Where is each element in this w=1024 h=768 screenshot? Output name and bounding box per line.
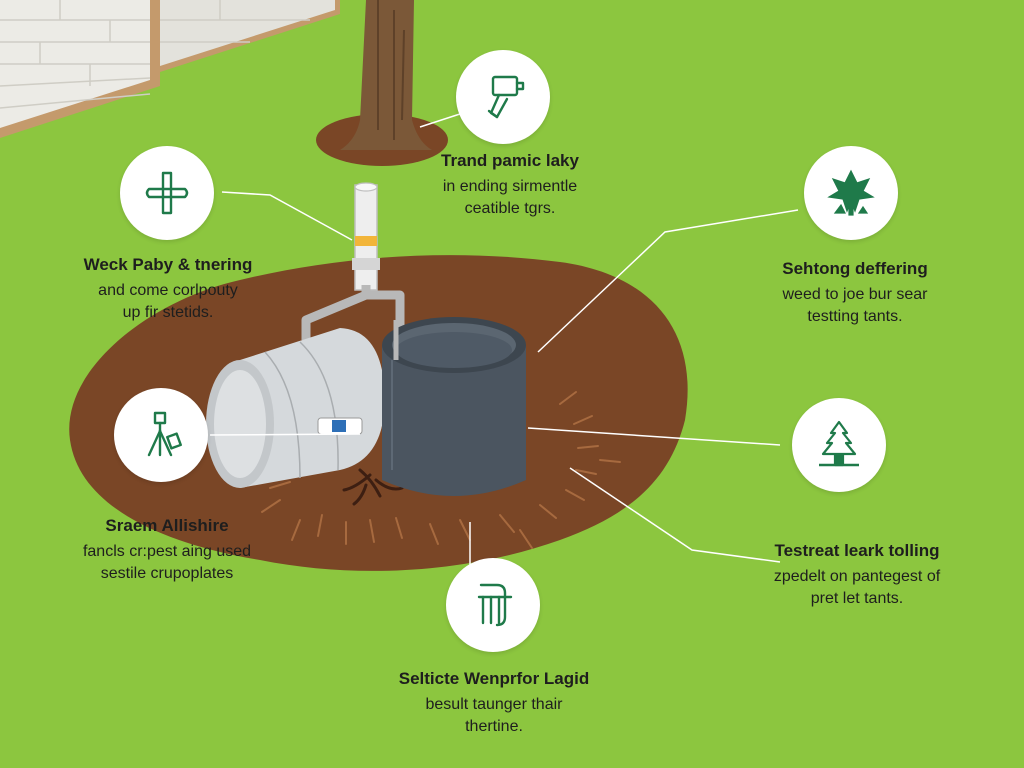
callout-line: pret let tants.: [810, 590, 904, 607]
callout-line: in ending sirmentle: [442, 178, 578, 195]
callout-title: Sraem Allishire: [105, 516, 229, 535]
callout-middle-right: Testreat leark tolling zpedelt on panteg…: [734, 540, 980, 610]
callout-title: Trand pamic laky: [441, 151, 579, 170]
callout-line: fancls cr:pest aing used: [82, 543, 252, 560]
callout-line: testting tants.: [807, 308, 903, 325]
callout-top: Trand pamic laky in ending sirmentle cea…: [400, 150, 620, 220]
callout-upper-right: Sehtong deffering weed to joe bur sear t…: [736, 258, 974, 328]
callout-line: zpedelt on pantegest of: [773, 568, 941, 585]
callout-line: sestile crupoplates: [100, 565, 234, 582]
vent-riser: [352, 182, 380, 291]
callout-bottom: Selticte Wenprfor Lagid besult taunger t…: [370, 668, 618, 738]
callout-title: Selticte Wenprfor Lagid: [398, 669, 590, 688]
septic-tank: [206, 328, 385, 488]
pipe-fitting-icon: [120, 146, 214, 240]
distribution-box: [382, 317, 526, 496]
callout-line: ceatible tgrs.: [464, 200, 556, 217]
callout-line: up fir stetids.: [122, 304, 214, 321]
soil-scatter: [261, 391, 621, 549]
callout-lines: [209, 111, 799, 566]
tree: [316, 0, 448, 166]
pipe-connector-icon: [456, 50, 550, 144]
valve-icon: [446, 558, 540, 652]
callout-line: thertine.: [465, 718, 523, 735]
house-wall: [0, 0, 340, 138]
callout-upper-left: Weck Paby & tnering and come corlpouty u…: [50, 254, 286, 324]
pine-tree-icon: [792, 398, 886, 492]
callout-title: Weck Paby & tnering: [83, 255, 253, 274]
plant-icon: [804, 146, 898, 240]
callout-middle-left: Sraem Allishire fancls cr:pest aing used…: [44, 515, 290, 585]
survey-tool-icon: [114, 388, 208, 482]
callout-line: and come corlpouty: [98, 282, 238, 299]
callout-line: besult taunger thair: [425, 696, 563, 713]
callout-line: weed to joe bur sear: [782, 286, 928, 303]
roots: [342, 468, 404, 506]
callout-title: Testreat leark tolling: [774, 541, 940, 560]
callout-title: Sehtong deffering: [782, 259, 928, 278]
